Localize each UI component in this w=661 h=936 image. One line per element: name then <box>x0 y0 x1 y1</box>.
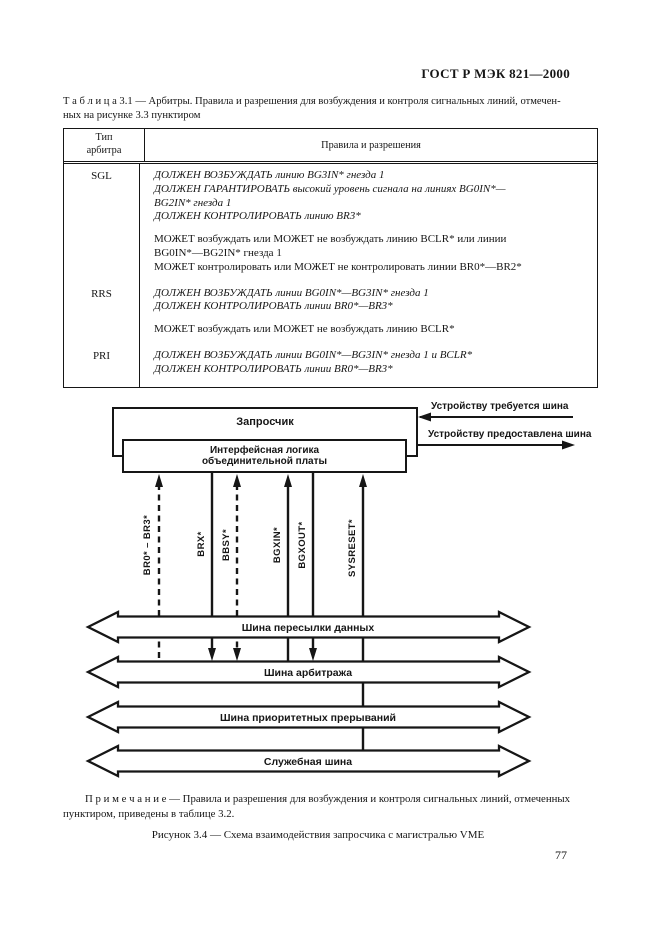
bus-data-transfer: Шина пересылки данных <box>85 610 532 644</box>
bus-request-arrow <box>418 412 573 422</box>
col-header-rules: Правила и разрешения <box>321 139 421 151</box>
interface-logic-box: Интерфейсная логика объединительной плат… <box>122 439 407 473</box>
must-rules: ДОЛЖЕН ВОЗБУЖДАТЬ линию BG3IN* гнезда 1 … <box>154 169 506 223</box>
svg-text:Служебная шина: Служебная шина <box>264 756 352 768</box>
down-arrow-icon <box>208 648 216 661</box>
interface-logic-label: Интерфейсная логика объединительной плат… <box>201 444 328 468</box>
signal-label-bgxout: BGXOUT* <box>297 521 308 568</box>
signal-label-br0-br3: BR0* – BR3* <box>142 515 153 575</box>
left-arrow-icon <box>418 412 431 422</box>
svg-text:Шина приоритетных прерываний: Шина приоритетных прерываний <box>220 712 396 724</box>
right-arrow-icon <box>562 440 575 450</box>
bus-grant-arrow <box>418 440 575 450</box>
signal-label-bbsy: BBSY* <box>221 529 232 561</box>
svg-text:Шина арбитража: Шина арбитража <box>264 667 352 679</box>
table-row: PRI ДОЛЖЕН ВОЗБУЖДАТЬ линии BG0IN*—BG3IN… <box>64 344 597 387</box>
requester-label: Запросчик <box>236 416 294 428</box>
up-arrow-icon <box>233 474 241 487</box>
bus-request-label: Устройству требуется шина <box>431 401 569 412</box>
arbiter-table: Тип арбитра Правила и разрешения SGL ДОЛ… <box>63 128 598 388</box>
up-arrow-icon <box>284 474 292 487</box>
must-rules: ДОЛЖЕН ВОЗБУЖДАТЬ линии BG0IN*—BG3IN* гн… <box>154 286 429 313</box>
signal-label-brx: BRX* <box>196 531 207 556</box>
bus-arbitration: Шина арбитража <box>85 655 532 689</box>
rules-cell: ДОЛЖЕН ВОЗБУЖДАТЬ линии BG0IN*—BG3IN* гн… <box>140 283 597 345</box>
arbiter-type-pri: PRI <box>64 344 140 387</box>
table-header-row: Тип арбитра Правила и разрешения <box>64 129 597 164</box>
rules-cell: ДОЛЖЕН ВОЗБУЖДАТЬ линию BG3IN* гнезда 1 … <box>140 164 597 283</box>
note: П р и м е ч а н и е — Правила и разрешен… <box>63 793 571 820</box>
page-number: 77 <box>555 848 567 862</box>
figure-caption: Рисунок 3.4 — Схема взаимодействия запро… <box>151 829 485 841</box>
up-arrow-icon <box>359 474 367 487</box>
table-row: RRS ДОЛЖЕН ВОЗБУЖДАТЬ линии BG0IN*—BG3IN… <box>64 282 597 345</box>
table-row: SGL ДОЛЖЕН ВОЗБУЖДАТЬ линию BG3IN* гнезд… <box>64 164 597 283</box>
may-rules: МОЖЕТ возбуждать или МОЖЕТ не возбуждать… <box>154 233 522 273</box>
bus-priority-interrupt: Шина приоритетных прерываний <box>85 700 532 734</box>
down-arrow-icon <box>309 648 317 661</box>
signal-label-bgxin: BGXIN* <box>272 527 283 563</box>
bus-utility: Служебная шина <box>85 744 532 778</box>
signal-label-sysreset: SYSRESET* <box>347 519 358 577</box>
arbiter-type-rrs: RRS <box>64 282 140 345</box>
up-arrow-icon <box>155 474 163 487</box>
arbiter-type-sgl: SGL <box>64 164 140 283</box>
rules-cell: ДОЛЖЕН ВОЗБУЖДАТЬ линии BG0IN*—BG3IN* гн… <box>140 345 597 387</box>
may-rules: МОЖЕТ возбуждать или МОЖЕТ не возбуждать… <box>154 323 455 336</box>
svg-text:Шина пересылки данных: Шина пересылки данных <box>242 622 375 634</box>
must-rules: ДОЛЖЕН ВОЗБУЖДАТЬ линии BG0IN*—BG3IN* гн… <box>154 348 473 375</box>
bus-grant-label: Устройству предоставлена шина <box>428 429 592 440</box>
col-header-arbiter-type: Тип арбитра <box>64 129 145 161</box>
doc-header: ГОСТ Р МЭК 821—2000 <box>421 66 570 81</box>
table-caption: Т а б л и ц а 3.1 — Арбитры. Правила и р… <box>63 96 561 121</box>
down-arrow-icon <box>233 648 241 661</box>
